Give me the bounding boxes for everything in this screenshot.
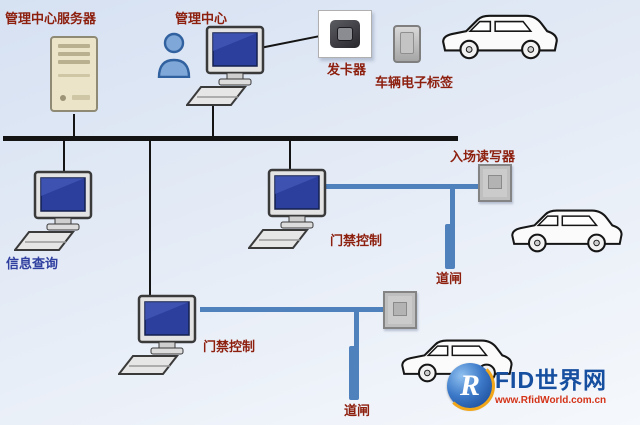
card-issuer-pad — [330, 20, 360, 48]
desktop-computer-icon-center — [186, 25, 265, 106]
card-issuer-pad-center — [337, 27, 353, 41]
desktop-computer-icon-access1 — [248, 168, 327, 249]
wire-bus-to-access1-pc — [289, 140, 291, 170]
rfid-world-logo-text-block: FID世界网 www.RfidWorld.com.cn — [495, 363, 607, 406]
rfid-tag-face — [400, 32, 414, 54]
server-tower-icon — [50, 36, 98, 112]
card-issuer-label: 发卡器 — [327, 62, 367, 77]
connector-access2-to-barrier2 — [354, 311, 359, 348]
person-icon — [157, 32, 191, 78]
barrier-gate-label-1: 道闸 — [436, 271, 463, 286]
barrier-gate-bar-2 — [349, 346, 359, 400]
wire-bus-to-access2-pc — [149, 140, 151, 296]
server-label: 管理中心服务器 — [5, 11, 97, 26]
rfid-world-logo: R FID世界网 www.RfidWorld.com.cn — [445, 361, 607, 411]
rfid-reader-icon-2 — [383, 291, 417, 329]
wire-bus-to-query-pc — [63, 140, 65, 172]
vehicle-tag-label: 车辆电子标签 — [375, 75, 454, 90]
wire-center-pc-to-bus — [212, 106, 214, 137]
barrier-gate-bar-1 — [445, 224, 455, 269]
rfid-world-logo-name: FID世界网 — [495, 367, 608, 393]
car-icon-2 — [511, 209, 623, 253]
entrance-reader-label: 入场读写器 — [450, 149, 516, 164]
rfid-reader-icon-entrance — [478, 164, 512, 202]
management-center-label: 管理中心 — [175, 11, 228, 26]
rfid-reader-window-1 — [488, 175, 502, 189]
car-icon-1 — [442, 14, 558, 60]
rfid-reader-window-2 — [393, 302, 407, 316]
info-query-label: 信息查询 — [6, 256, 59, 271]
access-control-label-2: 门禁控制 — [203, 339, 256, 354]
network-bus-line — [3, 136, 458, 141]
rfid-world-logo-letter: R — [459, 369, 480, 402]
connector-access1-to-barrier1 — [450, 188, 455, 226]
connector-access2-to-reader — [200, 307, 385, 312]
wire-server-to-bus — [73, 114, 75, 137]
desktop-computer-icon-query — [14, 170, 93, 251]
rfid-tag-icon — [393, 25, 421, 63]
card-issuer-icon — [318, 10, 372, 58]
connector-access1-to-reader — [326, 184, 478, 189]
rfid-world-logo-globe-icon: R — [445, 361, 495, 411]
desktop-computer-icon-access2 — [118, 294, 197, 375]
barrier-gate-label-2: 道闸 — [344, 403, 371, 418]
wire-center-pc-to-issuer — [259, 35, 321, 49]
rfid-world-logo-url: www.RfidWorld.com.cn — [495, 395, 607, 407]
rfid-world-logo-gold-ring — [445, 361, 495, 411]
access-control-label-1: 门禁控制 — [330, 233, 383, 248]
